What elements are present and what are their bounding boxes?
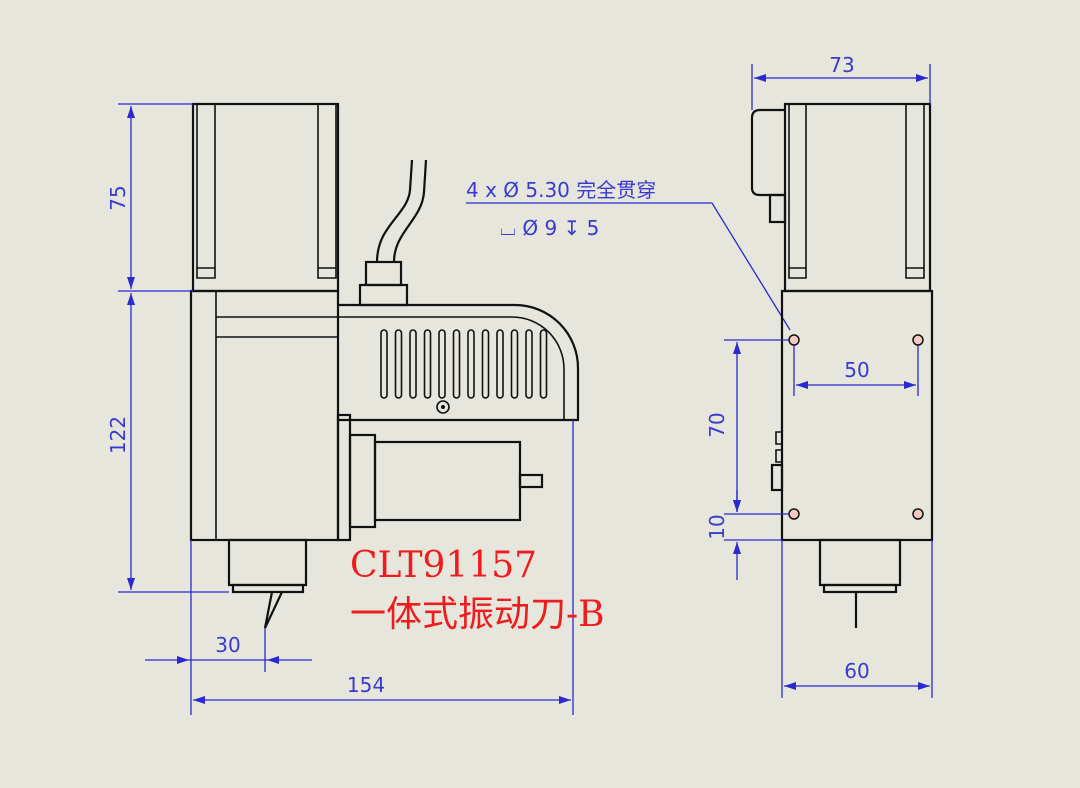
dim-60: 60 — [844, 659, 869, 683]
side-body — [780, 289, 934, 542]
vent-slot — [409, 329, 417, 399]
vent-slot — [510, 329, 519, 399]
product-name: 一体式振动刀-B — [350, 594, 605, 635]
vent-slot — [539, 329, 548, 399]
dim-122-text: 122 — [106, 416, 130, 454]
mount-hole — [912, 334, 924, 346]
side-view — [750, 102, 934, 628]
dim-10: 10 — [705, 514, 729, 539]
vent-slot — [452, 329, 461, 399]
mount-hole — [912, 508, 924, 520]
dim-50: 50 — [844, 358, 869, 382]
dim-154: 154 — [347, 673, 385, 697]
front-dimensions: 75 122 30 154 — [106, 103, 574, 715]
vent-slot — [380, 329, 388, 399]
main-body — [189, 289, 340, 542]
vent-slot — [496, 329, 504, 399]
electronics-housing — [338, 303, 580, 422]
motor-flange — [336, 413, 352, 542]
dim-75: 75 — [106, 185, 130, 210]
model-number: CLT91157 — [350, 545, 537, 586]
cable — [375, 159, 428, 263]
vent-slot — [467, 329, 475, 399]
dim-30: 30 — [215, 633, 240, 657]
vent-slot — [423, 329, 432, 399]
vent-slot — [438, 329, 446, 399]
vent-slot — [481, 329, 490, 399]
mount-hole — [788, 334, 800, 346]
hole-callout: 4 x Ø 5.30 完全贯穿 ⌴ Ø 9 ↧ 5 — [466, 178, 791, 331]
callout-line2: ⌴ Ø 9 ↧ 5 — [500, 216, 599, 240]
mount-hole — [788, 508, 800, 520]
vent-slot — [394, 329, 403, 399]
front-view — [189, 102, 580, 629]
motor-cylinder — [373, 440, 522, 522]
vent-slot — [525, 329, 533, 399]
dim-70: 70 — [705, 412, 729, 437]
side-dimensions: 73 50 70 10 60 — [705, 53, 933, 698]
blade — [263, 591, 283, 629]
side-tool-holder — [818, 538, 902, 587]
cable-gland — [358, 283, 409, 307]
vent-slots — [380, 329, 548, 399]
dim-73: 73 — [829, 53, 854, 77]
tool-holder — [227, 538, 308, 587]
screw — [436, 400, 450, 414]
motor-shaft — [518, 473, 544, 489]
callout-line1: 4 x Ø 5.30 完全贯穿 — [466, 178, 656, 202]
side-connector — [770, 463, 784, 492]
